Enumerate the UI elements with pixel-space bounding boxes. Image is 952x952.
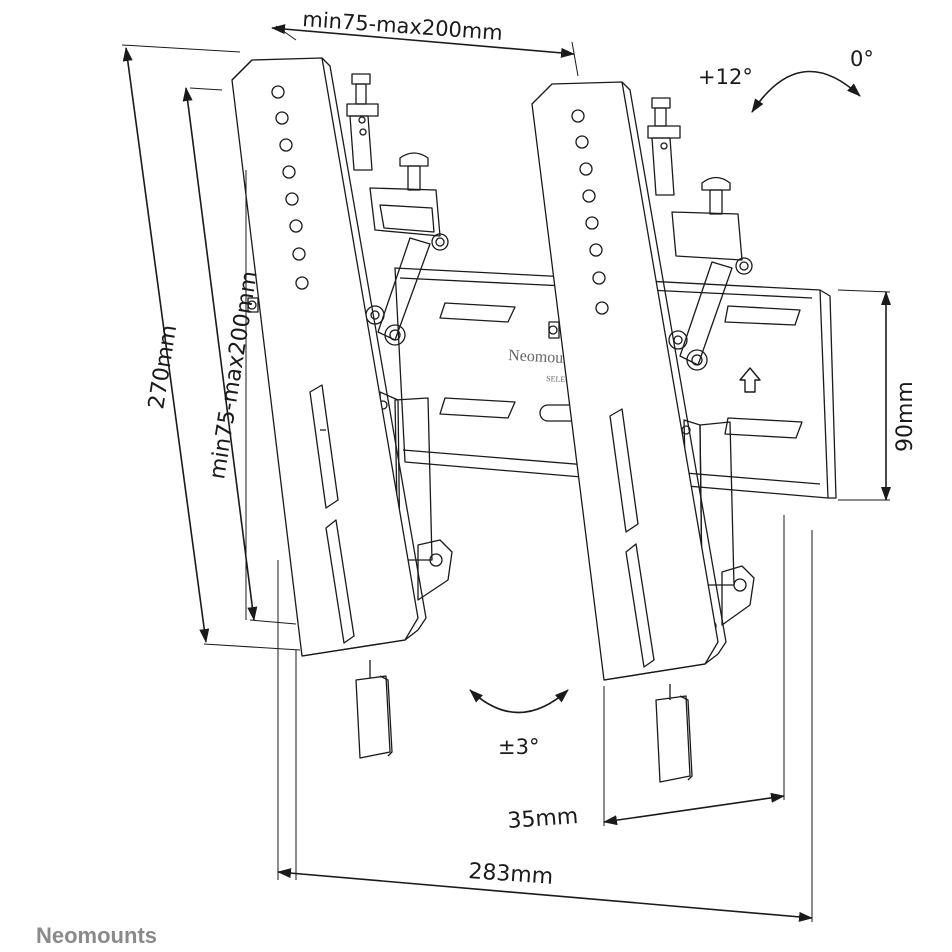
total-width-label: 283mm bbox=[468, 859, 554, 890]
depth-arrow bbox=[603, 792, 785, 826]
height-total-label: 270mm bbox=[144, 323, 182, 411]
total-width-arrow bbox=[277, 868, 813, 922]
tilt-plus-label: +12° bbox=[698, 65, 753, 89]
height-adjustable-arrow bbox=[182, 87, 258, 621]
swivel-label: ±3° bbox=[498, 735, 539, 759]
top-width-arrow bbox=[271, 24, 575, 58]
left-bracket bbox=[231, 57, 427, 759]
right-bracket bbox=[531, 81, 727, 783]
swivel-arc bbox=[469, 689, 569, 714]
rail-height-label: 90mm bbox=[893, 381, 918, 452]
plate-logo-sub: SELECT bbox=[546, 374, 576, 385]
tilt-arc bbox=[751, 70, 861, 113]
tilt-zero-label: 0° bbox=[850, 47, 874, 71]
brand-logo: Neomounts bbox=[36, 923, 157, 948]
depth-label: 35mm bbox=[507, 804, 579, 834]
